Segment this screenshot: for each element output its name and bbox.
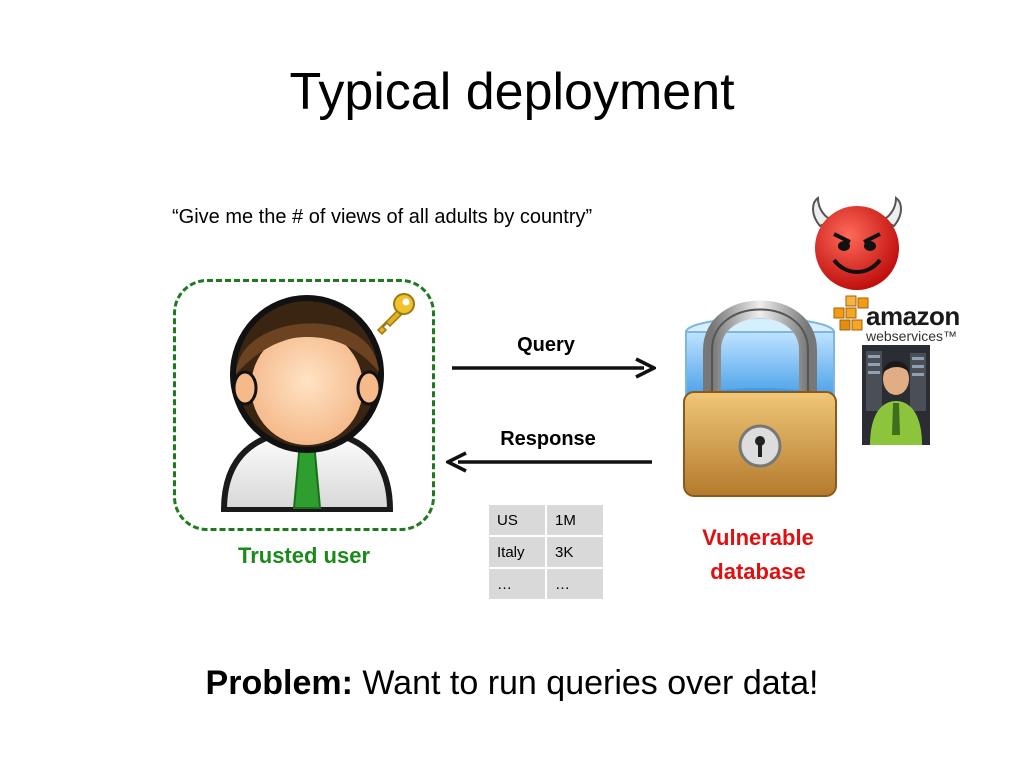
trusted-user-label: Trusted user: [237, 543, 371, 568]
table-cell: Italy: [489, 537, 545, 567]
padlock-database-icon: [683, 300, 837, 497]
key-icon: [376, 293, 415, 336]
query-label: Query: [517, 334, 575, 356]
table-cell: …: [547, 569, 603, 599]
result-table: US 1M Italy 3K … …: [487, 503, 605, 601]
table-cell: 3K: [547, 537, 603, 567]
table-cell: 1M: [547, 505, 603, 535]
query-quote: “Give me the # of views of all adults by…: [172, 206, 593, 228]
table-cell: …: [489, 569, 545, 599]
vulnerable-label-line1: Vulnerable: [702, 525, 814, 550]
aws-logo: amazon webservices™: [866, 303, 960, 343]
aws-amazon-text: amazon: [866, 301, 960, 331]
table-cell: US: [489, 505, 545, 535]
user-avatar-icon: [220, 295, 394, 512]
devil-face-icon: [812, 196, 902, 290]
vulnerable-database-label: Vulnerable database: [660, 521, 856, 589]
aws-webservices-text: webservices™: [866, 328, 958, 344]
admin-photo-icon: [862, 345, 930, 445]
table-row: … …: [489, 569, 603, 599]
aws-cubes-icon: [833, 295, 869, 331]
slide-title: Typical deployment: [289, 63, 735, 121]
problem-text: Want to run queries over data!: [352, 664, 819, 702]
response-label: Response: [500, 428, 596, 450]
problem-statement: Problem: Want to run queries over data!: [0, 664, 1024, 703]
trusted-user-box: [173, 279, 435, 531]
problem-bold: Problem:: [205, 664, 353, 702]
arrow-left-icon: [446, 451, 652, 473]
table-row: Italy 3K: [489, 537, 603, 567]
table-row: US 1M: [489, 505, 603, 535]
vulnerable-label-line2: database: [710, 559, 806, 584]
arrow-right-icon: [452, 357, 656, 379]
